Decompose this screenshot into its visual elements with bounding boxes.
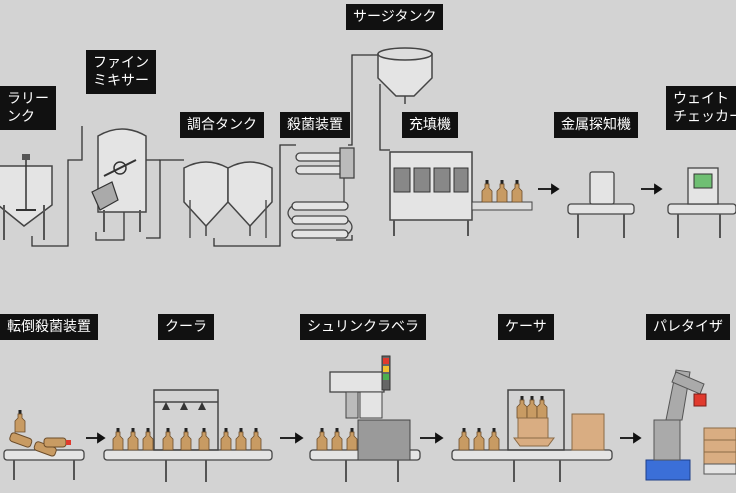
inversion-sterilizer-label: 転倒殺菌装置 (0, 314, 98, 340)
palletizer-label: パレタイザ (646, 314, 730, 340)
flow-arrows-top (538, 183, 663, 195)
weight-checker-machine (667, 167, 736, 238)
metal-detector-label: 金属探知機 (554, 112, 638, 138)
palletizer-robot (645, 369, 736, 481)
case-packer-label: ケーサ (498, 314, 554, 340)
cooler-label: クーラ (158, 314, 214, 340)
fine-mixer (91, 128, 147, 232)
shrink-labeler-label: シュリンクラベラ (300, 314, 426, 340)
slurry-tank-label: ラリーンク (0, 86, 56, 130)
case-packer-machine (451, 389, 613, 482)
metal-detector-machine (567, 171, 635, 238)
slurry-tank (0, 154, 53, 240)
blend-tank-label: 調合タンク (180, 112, 264, 138)
surge-tank (377, 47, 433, 104)
shrink-labeler-machine (309, 355, 421, 482)
flow-arrows-bottom (86, 432, 642, 444)
piping (31, 52, 409, 247)
filler-label: 充填機 (402, 112, 458, 138)
surge-tank-label: サージタンク (346, 4, 444, 30)
sterilizer-label: 殺菌装置 (280, 112, 350, 138)
weight-checker-label: ウェイトチェッカー (666, 86, 736, 130)
filler-machine (389, 151, 533, 236)
blend-tanks (183, 161, 273, 238)
sterilizer-unit (287, 147, 355, 239)
cooler-machine (103, 389, 273, 482)
inversion-sterilizer-machine (3, 409, 85, 480)
fine-mixer-label: ファインミキサー (86, 50, 156, 94)
